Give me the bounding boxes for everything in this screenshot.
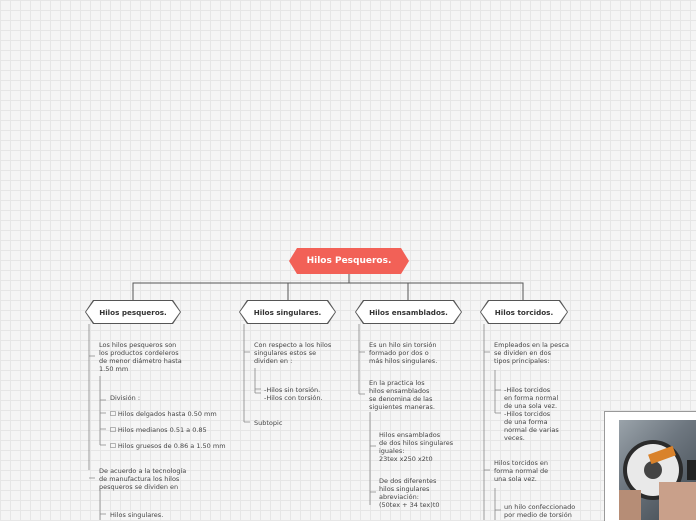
subtopic-text[interactable]: Los hilos pesqueros son los productos co… [99, 341, 182, 373]
subtopic-text[interactable]: un hilo confeccionado por medio de torsi… [504, 503, 576, 519]
branch4-sub-connector [494, 370, 501, 414]
branch-label: Hilos singulares. [253, 307, 322, 317]
branch-label: Hilos pesqueros. [99, 307, 167, 317]
branch3-sub-connector [369, 412, 376, 505]
subtopic-text[interactable]: Hilos singulares. [110, 511, 164, 519]
subtopic-text[interactable]: De dos diferentes hilos singulares abrev… [379, 477, 440, 509]
branch3-connector [358, 324, 365, 395]
subtopic-text[interactable]: Hilos torcidos en forma normal de una so… [494, 459, 549, 483]
subtopic-text[interactable]: Es un hilo sin torsión formado por dos o… [369, 341, 438, 365]
subtopic-text[interactable]: Subtopic [254, 419, 283, 427]
branch2-connector [243, 324, 250, 423]
branch4-connector [483, 324, 490, 520]
branch2-sub-connector [254, 368, 261, 394]
root-connector [132, 274, 524, 300]
subtopic-text[interactable]: En la practica los hilos ensamblados se … [369, 379, 435, 411]
branch-hilos-pesqueros[interactable]: Hilos pesqueros. [85, 300, 181, 324]
branch4-sub2-connector [494, 488, 501, 520]
subtopic-text[interactable]: De acuerdo a la tecnología de manufactur… [99, 467, 187, 491]
root-topic-label: Hilos Pesqueros. [306, 256, 392, 266]
root-topic[interactable]: Hilos Pesqueros. [289, 248, 409, 274]
branch1-sub2-connector [99, 490, 106, 520]
subtopic-text[interactable]: División : [110, 394, 141, 402]
subtopic-text[interactable]: ☐ Hilos medianos 0.51 a 0.85 [110, 426, 207, 434]
subtopic-text[interactable]: -Hilos torcidos en forma normal de una s… [504, 386, 559, 442]
branch-hilos-torcidos[interactable]: Hilos torcidos. [480, 300, 568, 324]
subtopic-text[interactable]: Hilos ensamblados de dos hilos singulare… [379, 431, 454, 463]
branch-label: Hilos ensamblados. [369, 307, 448, 317]
subtopic-text[interactable]: -Hilos sin torsión. -Hilos con torsión. [264, 386, 323, 402]
branch-label: Hilos torcidos. [494, 307, 554, 317]
subtopic-text[interactable]: Empleados en la pesca se dividen en dos … [494, 341, 570, 365]
branch-hilos-singulares[interactable]: Hilos singulares. [239, 300, 336, 324]
branch1-connector [88, 324, 95, 479]
branch1-sub-connector [99, 376, 106, 446]
subtopic-text[interactable]: ☐ Hilos delgados hasta 0.50 mm [110, 410, 217, 418]
fishing-line-photo [619, 420, 696, 520]
subtopic-text[interactable]: Con respecto a los hilos singulares esto… [254, 341, 332, 365]
subtopic-text[interactable]: ☐ Hilos gruesos de 0.86 a 1.50 mm [110, 442, 226, 450]
branch-hilos-ensamblados[interactable]: Hilos ensamblados. [355, 300, 462, 324]
